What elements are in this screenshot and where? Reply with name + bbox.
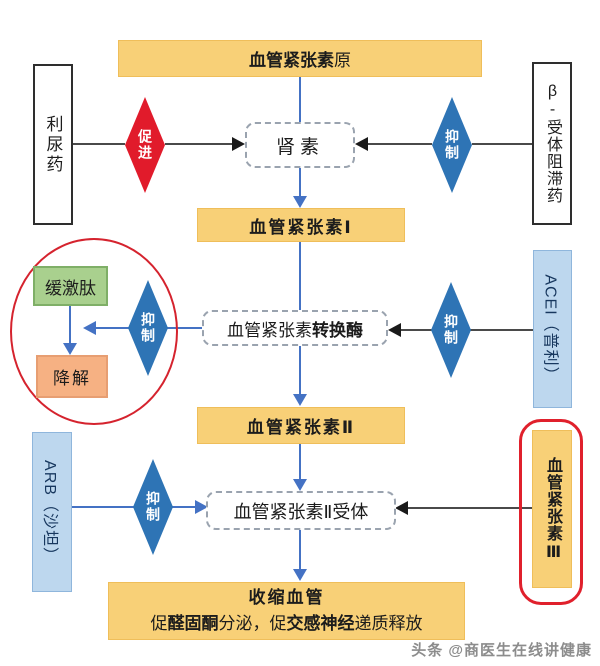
- angiotensinogen-label-bold: 血管紧张素: [249, 51, 334, 70]
- bradykinin-label: 缓激肽: [45, 278, 96, 298]
- arrowhead-into-renin-left: [232, 137, 245, 151]
- inhibit-diamond-beta: 抑制: [432, 97, 472, 193]
- inhibit-label: 抑制: [444, 129, 460, 161]
- effects-line1: 收缩血管: [248, 587, 325, 607]
- angiotensin2-label: 血管紧张素Ⅱ: [246, 418, 356, 437]
- line-beta-to-inhibit: [472, 143, 532, 145]
- angiotensin2-receptor-label: 血管紧张素Ⅱ受体: [233, 501, 369, 522]
- node-angiotensinogen: 血管紧张素原: [118, 40, 482, 77]
- node-ace: 血管紧张素转换酶: [202, 310, 388, 346]
- node-acei: ACEI（普利）: [533, 250, 572, 408]
- inhibit-label: 抑制: [443, 314, 459, 346]
- promote-diamond: 促进: [125, 97, 165, 193]
- angiotensin1-label: 血管紧张素Ⅰ: [249, 217, 353, 237]
- effects-part: 促: [150, 614, 168, 633]
- promote-label: 促进: [137, 129, 153, 161]
- node-angiotensin3: 血管紧张素Ⅲ: [532, 430, 572, 588]
- node-angiotensin1: 血管紧张素Ⅰ: [197, 208, 405, 242]
- arrowhead-into-receptor-right: [395, 501, 408, 515]
- arrowhead-into-receptor: [293, 479, 307, 491]
- acei-label: ACEI（普利）: [541, 274, 559, 384]
- arrowhead-into-receptor-left: [195, 500, 208, 514]
- node-angiotensin2: 血管紧张素Ⅱ: [197, 407, 405, 444]
- arrowhead-into-effects: [293, 569, 307, 581]
- line-renin-to-ang1: [299, 168, 301, 197]
- node-bradykinin: 缓激肽: [33, 266, 108, 306]
- angiotensin3-highlight-rect: [519, 419, 583, 605]
- degradation-label: 降解: [53, 369, 91, 388]
- inhibit-diamond-arb: 抑制: [133, 459, 173, 555]
- effects-part-bold: 醛固酮: [167, 614, 219, 633]
- angiotensinogen-label-rest: 原: [334, 51, 351, 70]
- effects-part: 分泌，促: [218, 614, 287, 633]
- watermark: 头条 @商医生在线讲健康: [411, 642, 592, 659]
- node-arb: ARB（沙坦）: [32, 432, 72, 592]
- line-inhibit-to-renin: [368, 143, 432, 145]
- line-diuretic-to-renin: [73, 143, 125, 145]
- inhibit-diamond-acei: 抑制: [431, 282, 471, 378]
- ace-label-plain: 血管紧张素: [227, 320, 312, 340]
- arrowhead-into-ang2: [293, 394, 307, 406]
- arb-label: ARB（沙坦）: [41, 460, 58, 564]
- beta-blocker-label: β-受体阻滞药: [544, 83, 561, 204]
- node-degradation: 降解: [36, 355, 108, 398]
- ace-label-bold: 转换酶: [312, 320, 363, 340]
- effects-part: 递质释放: [354, 614, 423, 633]
- line-promote-to-renin: [165, 143, 233, 145]
- node-renin: 肾素: [245, 122, 355, 168]
- node-effects: 收缩血管 促醛固酮分泌，促交感神经递质释放: [108, 582, 465, 640]
- node-beta-blocker: β-受体阻滞药: [532, 62, 572, 225]
- inhibit-label: 抑制: [145, 491, 161, 523]
- line-angiotensinogen-to-renin: [299, 77, 301, 122]
- line-receptor-to-effects: [299, 530, 301, 570]
- arrowhead-into-renin-right: [355, 137, 368, 151]
- diuretic-label: 利尿药: [43, 114, 63, 175]
- bradykinin-highlight-ellipse: [10, 238, 178, 425]
- effects-line2: 促醛固酮分泌，促交感神经递质释放: [151, 611, 423, 637]
- line-ang3-to-receptor: [407, 507, 532, 509]
- arrowhead-into-ang1: [293, 196, 307, 208]
- renin-label: 肾素: [275, 136, 324, 158]
- effects-part-bold: 交感神经: [286, 614, 355, 633]
- line-ang2-to-receptor: [299, 444, 301, 480]
- node-diuretic: 利尿药: [33, 64, 73, 225]
- node-angiotensin2-receptor: 血管紧张素Ⅱ受体: [206, 491, 396, 530]
- angiotensin3-label: 血管紧张素Ⅲ: [544, 456, 561, 562]
- arrowhead-into-ace: [388, 323, 401, 337]
